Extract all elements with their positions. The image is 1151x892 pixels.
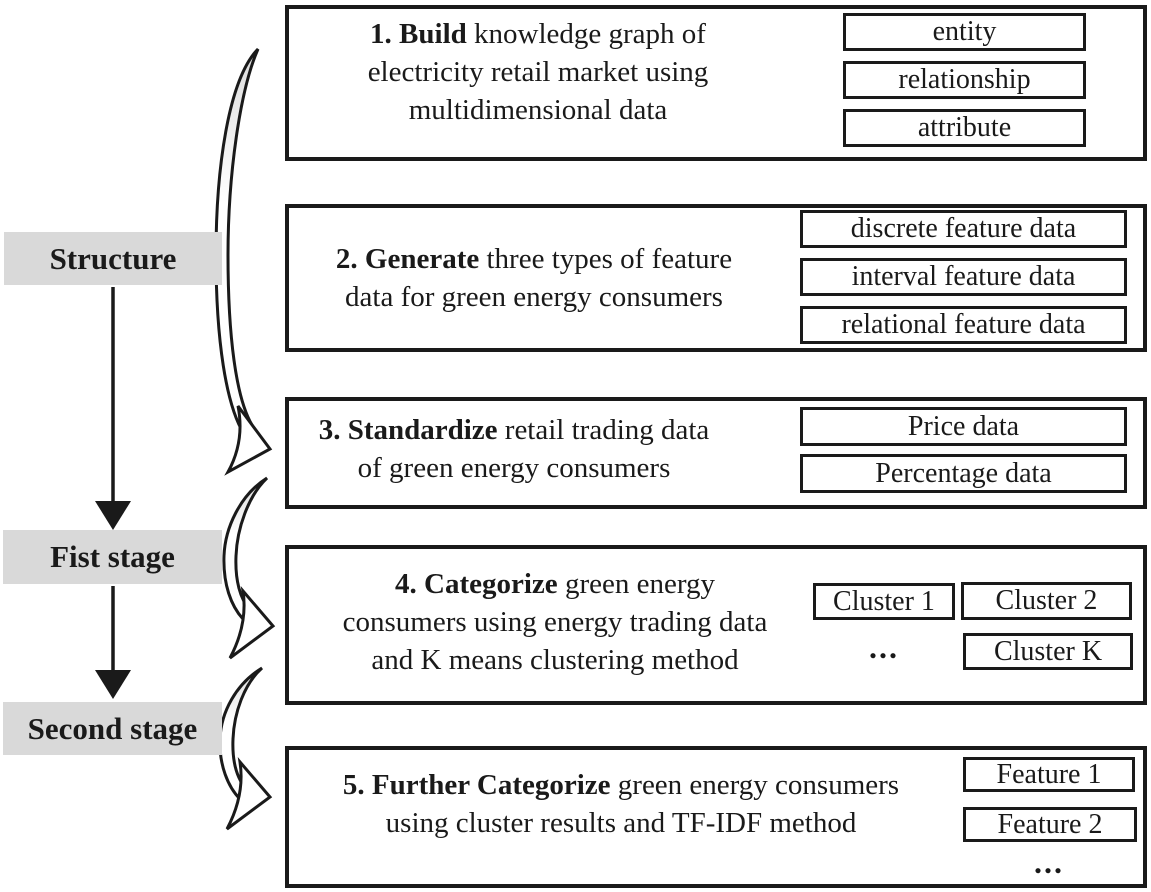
curved-arrow-icon [214, 47, 273, 476]
step-1-tags: entity relationship attribute [843, 13, 1086, 147]
curved-arrow-icon [222, 476, 276, 660]
step-5-text: 5. Further Categorize green energy consu… [293, 766, 949, 842]
step-4-line3: and K means clustering method [371, 644, 739, 676]
step-2-text: 2. Generate three types of feature data … [289, 240, 779, 316]
tag-relational-feature-data: relational feature data [800, 306, 1127, 344]
tag-cluster-1: Cluster 1 [813, 583, 955, 620]
step-box-4: 4. Categorize green energy consumers usi… [285, 545, 1147, 705]
stage-label-text: Second stage [27, 710, 198, 746]
tag-interval-feature-data: interval feature data [800, 258, 1127, 296]
step-box-5: 5. Further Categorize green energy consu… [285, 746, 1147, 888]
stage-label-fist-stage: Fist stage [3, 530, 222, 584]
stage-label-text: Structure [49, 240, 177, 276]
stage-label-structure: Structure [4, 232, 222, 285]
step-1-line1: knowledge graph of [466, 18, 706, 50]
ellipsis-clusters: ... [869, 629, 899, 665]
step-4-text: 4. Categorize green energy consumers usi… [289, 565, 821, 679]
tag-label: discrete feature data [850, 213, 1077, 244]
tag-label: entity [932, 16, 997, 47]
tag-relationship: relationship [843, 61, 1086, 99]
tag-feature-1: Feature 1 [963, 757, 1135, 792]
step-3-line1: retail trading data [497, 414, 710, 446]
step-2-line1: three types of feature [479, 243, 733, 275]
step-2-tags: discrete feature data interval feature d… [800, 210, 1127, 344]
step-4-line1: green energy [557, 568, 715, 600]
tag-label: Cluster K [993, 635, 1103, 667]
step-box-3: 3. Standardize retail trading data of gr… [285, 397, 1147, 509]
tag-label: Percentage data [875, 457, 1052, 489]
step-3-line2: of green energy consumers [357, 452, 671, 484]
tag-discrete-feature-data: discrete feature data [800, 210, 1127, 248]
tag-price-data: Price data [800, 407, 1127, 446]
tag-cluster-k: Cluster K [963, 633, 1133, 670]
step-2-line2: data for green energy consumers [345, 281, 723, 313]
curved-arrow-icon [218, 666, 273, 831]
tag-label: interval feature data [851, 261, 1076, 292]
stage-label-second-stage: Second stage [3, 702, 222, 755]
step-1-keyword: 1. Build [370, 18, 467, 50]
tag-label: relational feature data [841, 309, 1086, 340]
tag-feature-2: Feature 2 [963, 807, 1137, 842]
step-2-keyword: 2. Generate [335, 243, 480, 275]
step-5-line1: green energy consumers [610, 769, 900, 801]
tag-label: Price data [907, 410, 1020, 442]
step-box-1: 1. Build knowledge graph of electricity … [285, 5, 1147, 161]
stage-label-text: Fist stage [50, 539, 175, 574]
step-3-keyword: 3. Standardize [318, 414, 498, 446]
step-5-keyword: 5. Further Categorize [342, 769, 611, 801]
step-1-line2: electricity retail market using [367, 56, 709, 88]
step-3-text: 3. Standardize retail trading data of gr… [289, 411, 739, 487]
tag-cluster-2: Cluster 2 [961, 582, 1132, 620]
tag-label: Cluster 1 [833, 585, 935, 617]
tag-entity: entity [843, 13, 1086, 51]
down-arrow-icon [95, 287, 131, 530]
down-arrow-icon [95, 586, 131, 699]
step-1-line3: multidimensional data [408, 94, 668, 126]
step-1-text: 1. Build knowledge graph of electricity … [295, 15, 781, 129]
tag-attribute: attribute [843, 109, 1086, 147]
step-4-keyword: 4. Categorize [395, 568, 558, 600]
tag-label: attribute [917, 112, 1012, 143]
step-5-line2: using cluster results and TF-IDF method [385, 807, 857, 839]
tag-percentage-data: Percentage data [800, 454, 1127, 493]
tag-label: relationship [898, 64, 1031, 95]
tag-label: Feature 2 [997, 808, 1103, 840]
step-box-2: 2. Generate three types of feature data … [285, 204, 1147, 352]
tag-label: Cluster 2 [995, 585, 1098, 616]
step-4-line2: consumers using energy trading data [342, 606, 768, 638]
tag-label: Feature 1 [996, 758, 1102, 790]
ellipsis-features: ... [1034, 844, 1064, 880]
step-3-tags: Price data Percentage data [800, 407, 1127, 493]
